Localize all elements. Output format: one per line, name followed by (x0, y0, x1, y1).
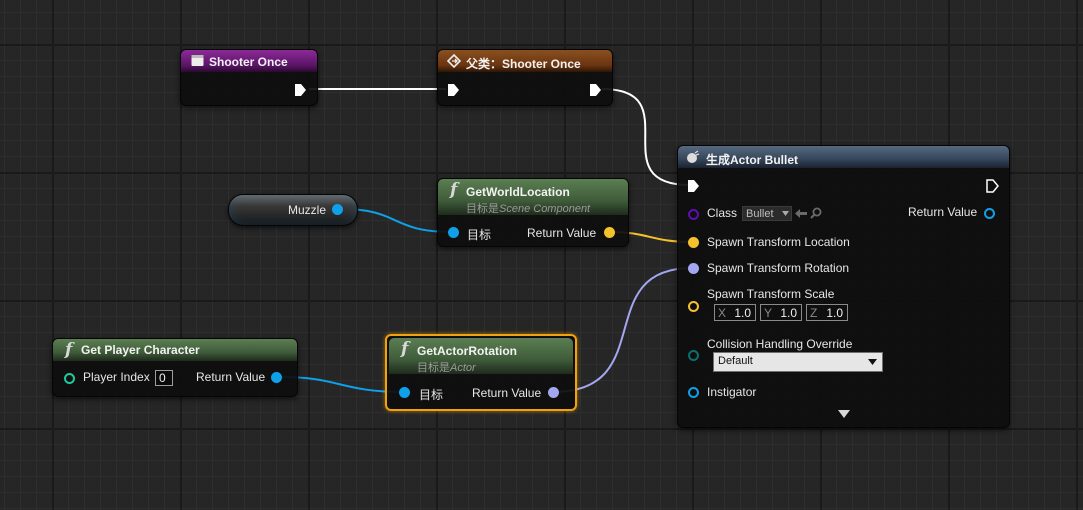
parent-node-header: 父类：Shooter Once (438, 50, 612, 72)
class-dropdown[interactable]: Bullet (742, 206, 792, 221)
scale-y-field[interactable]: Y 1.0 (760, 304, 802, 321)
axis-z: Z (810, 305, 818, 320)
dropdown-arrow-icon (782, 211, 789, 216)
exec-pin-icon[interactable] (589, 83, 602, 97)
location-input-pin[interactable] (688, 237, 699, 248)
search-icon[interactable] (810, 207, 822, 219)
scale-label: Spawn Transform Scale (707, 287, 835, 301)
event-icon (191, 55, 204, 66)
collision-dropdown[interactable]: Default (713, 352, 883, 372)
target-label: 目标 (419, 388, 444, 402)
muzzle-label: Muzzle (288, 203, 327, 217)
function-icon: f (65, 340, 73, 360)
spawn-actor-node[interactable]: 生成Actor Bullet Class Bullet Return Value… (677, 145, 1010, 428)
event-node-title: Shooter Once (209, 55, 288, 69)
scale-x-field[interactable]: X 1.0 (714, 304, 756, 321)
event-node-header: Shooter Once (181, 50, 317, 72)
function-title: GetWorldLocation (466, 185, 570, 199)
exec-pin-icon[interactable] (687, 179, 700, 193)
target-input-pin[interactable] (399, 387, 410, 398)
muzzle-variable-node[interactable]: Muzzle (228, 194, 358, 226)
location-label: Spawn Transform Location (707, 235, 850, 249)
target-label: 目标 (467, 228, 492, 242)
axis-x: X (718, 305, 727, 320)
collision-input-pin[interactable] (688, 350, 699, 361)
value-y: 1.0 (780, 305, 797, 320)
rotator-wire-rotation[interactable] (552, 267, 693, 393)
exec-pin-icon[interactable] (294, 83, 307, 97)
axis-y: Y (764, 305, 773, 320)
function-subtitle: 目标是Actor (417, 362, 476, 374)
rotation-output-pin[interactable] (548, 387, 559, 398)
get-world-location-node[interactable]: f GetWorldLocation 目标是Scene Component 目标… (437, 178, 629, 247)
instigator-label: Instigator (707, 385, 757, 399)
class-value: Bullet (746, 208, 774, 220)
function-title: Get Player Character (81, 343, 200, 357)
return-value-label: Return Value (472, 386, 542, 400)
scale-z-field[interactable]: Z 1.0 (806, 304, 848, 321)
rotation-label: Spawn Transform Rotation (707, 261, 850, 275)
spawn-actor-icon (687, 150, 700, 163)
return-value-label: Return Value (196, 370, 266, 384)
parent-call-node[interactable]: 父类：Shooter Once (437, 49, 613, 106)
expand-arrow-icon[interactable] (838, 410, 850, 418)
function-title: GetActorRotation (417, 344, 517, 358)
event-node-shooter-once[interactable]: Shooter Once (180, 49, 318, 106)
function-subtitle: 目标是Scene Component (466, 203, 591, 215)
class-label: Class (707, 206, 738, 220)
function-node-header: f Get Player Character (53, 339, 297, 361)
location-output-pin[interactable] (604, 227, 615, 238)
return-value-label: Return Value (908, 205, 978, 219)
arrow-left-icon[interactable] (795, 208, 807, 219)
instigator-input-pin[interactable] (688, 387, 699, 398)
parent-node-title: 父类：Shooter Once (466, 57, 581, 71)
parent-call-icon (447, 54, 461, 68)
spawn-node-header: 生成Actor Bullet (678, 146, 1009, 168)
object-wire-muzzle-to-target[interactable] (341, 208, 453, 233)
function-node-header: f GetWorldLocation 目标是Scene Component (438, 179, 628, 215)
function-icon: f (450, 180, 458, 200)
collision-label: Collision Handling Override (707, 337, 853, 351)
target-input-pin[interactable] (448, 227, 459, 238)
scale-input-pin[interactable] (688, 301, 699, 312)
character-output-pin[interactable] (271, 372, 282, 383)
actor-output-pin[interactable] (984, 208, 995, 219)
dropdown-arrow-icon (868, 359, 877, 365)
get-actor-rotation-node[interactable]: f GetActorRotation 目标是Actor 目标 Return Va… (385, 334, 577, 411)
get-player-character-node[interactable]: f Get Player Character Player Index 0 Re… (52, 338, 298, 397)
value-x: 1.0 (734, 305, 751, 320)
spawn-node-title: 生成Actor Bullet (706, 153, 799, 167)
return-value-label: Return Value (527, 226, 597, 240)
rotation-input-pin[interactable] (688, 263, 699, 274)
exec-pin-icon[interactable] (986, 179, 999, 193)
class-input-pin[interactable] (688, 209, 699, 220)
collision-value: Default (718, 355, 753, 367)
function-node-header: f GetActorRotation 目标是Actor (389, 338, 573, 374)
exec-pin-icon[interactable] (447, 83, 460, 97)
player-index-pin[interactable] (64, 373, 75, 384)
exec-wire-parent-to-spawn[interactable] (601, 88, 691, 186)
player-index-label: Player Index (83, 370, 150, 384)
muzzle-output-pin[interactable] (332, 204, 343, 215)
value-z: 1.0 (826, 305, 843, 320)
player-index-input[interactable]: 0 (155, 370, 173, 386)
function-icon: f (401, 339, 409, 359)
